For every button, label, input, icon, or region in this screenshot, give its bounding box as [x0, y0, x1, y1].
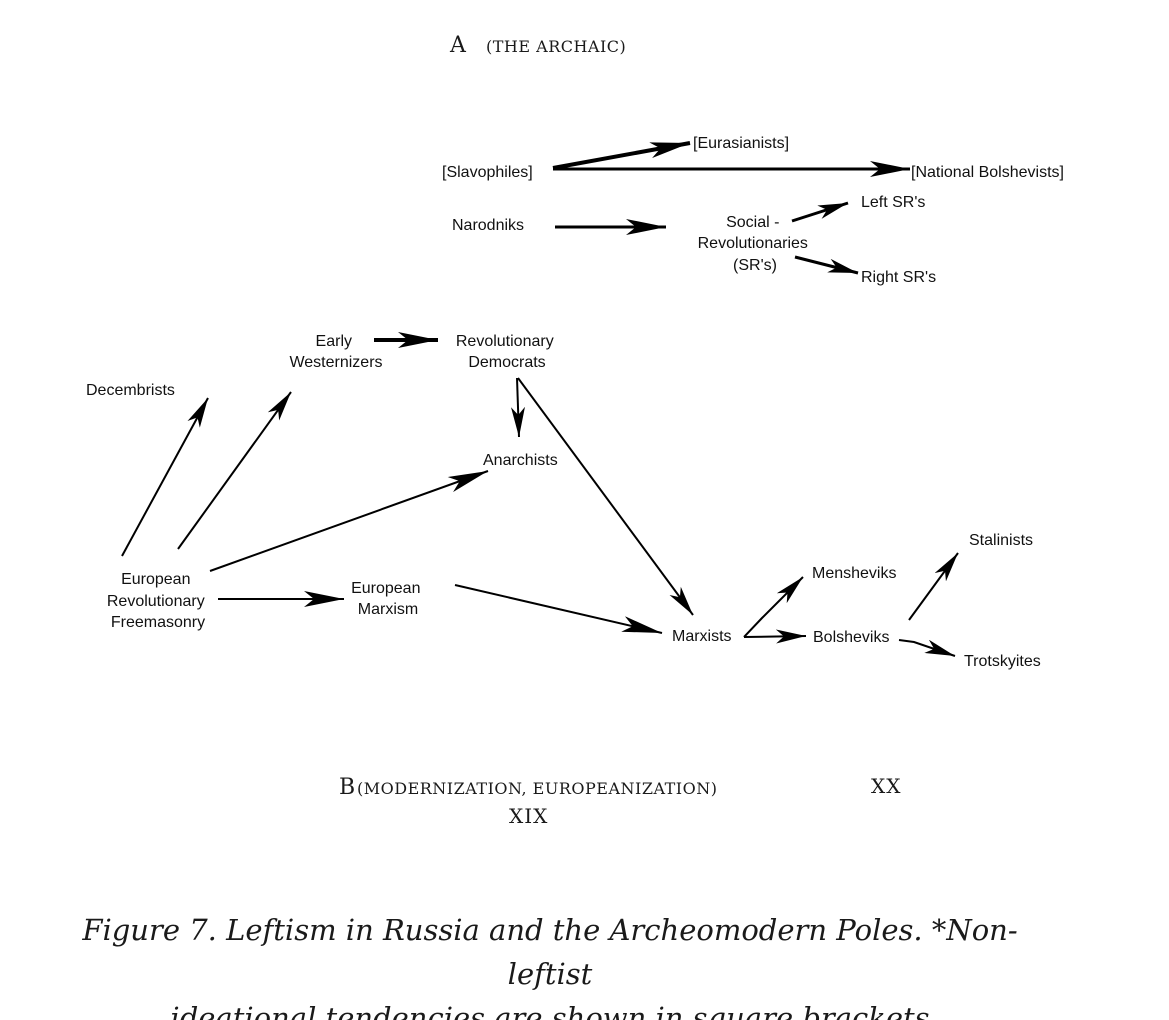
node-early-westernizers: Early Westernizers: [289, 333, 382, 371]
arrow-democrats-marxists: [517, 377, 694, 616]
node-left-srs: Left SR's: [861, 194, 925, 211]
pole-b-label: (MODERNIZATION, EUROPEANIZATION): [357, 779, 717, 798]
node-anarchists: Anarchists: [483, 452, 558, 469]
figure-caption: Figure 7. Leftism in Russia and the Arch…: [60, 908, 1040, 1020]
node-marxists: Marxists: [672, 628, 732, 645]
pole-a-label: (THE ARCHAIC): [486, 37, 626, 56]
node-bolsheviks: Bolsheviks: [813, 629, 889, 646]
node-narodniks: Narodniks: [452, 217, 524, 234]
node-european-marxism: European Marxism: [351, 580, 425, 618]
arrow-social-rev-right-srs: [794, 255, 859, 275]
leftism-diagram: A (THE ARCHAIC) [Slavophiles] [: [86, 33, 1064, 828]
node-right-srs: Right SR's: [861, 269, 936, 286]
arrow-freemasonry-decembrists: [121, 397, 209, 557]
caption-line-1: Figure 7. Leftism in Russia and the Arch…: [82, 913, 1018, 991]
caption-line-2: ideational tendencies are shown in squar…: [170, 1001, 930, 1020]
arrow-freemasonry-anarchists: [209, 470, 489, 572]
arrow-european-marxism-marxists: [454, 584, 663, 634]
node-revolutionary-democrats: Revolutionary Democrats: [456, 333, 558, 371]
arrow-bolsheviks-trotskyites: [898, 639, 956, 657]
century-xx: XX: [871, 774, 901, 798]
arrow-marxists-mensheviks: [743, 576, 804, 638]
arrow-democrats-anarchists: [510, 377, 525, 438]
node-slavophiles: [Slavophiles]: [442, 164, 533, 181]
node-social-revolutionaries: Social - Revolutionaries (SR's): [698, 214, 813, 274]
arrow-slavophiles-eurasianists: [552, 141, 691, 170]
node-eurasianists: [Eurasianists]: [693, 135, 789, 152]
node-trotskyites: Trotskyites: [964, 653, 1041, 670]
arrow-bolsheviks-stalinists: [908, 552, 959, 621]
arrow-freemasonry-westernizers: [177, 391, 292, 550]
node-national-bolshevists: [National Bolshevists]: [911, 164, 1064, 181]
arrow-social-rev-left-srs: [791, 201, 849, 223]
arrows-archaic: [552, 141, 910, 275]
arrow-marxists-bolsheviks: [743, 629, 807, 644]
node-mensheviks: Mensheviks: [812, 565, 896, 582]
pole-a-letter: A: [449, 33, 467, 58]
node-decembrists: Decembrists: [86, 382, 175, 399]
node-stalinists: Stalinists: [969, 532, 1033, 549]
arrows-modern: [121, 332, 959, 657]
century-xix: XIX: [509, 804, 548, 828]
node-european-freemasonry: European Revolutionary Freemasonry: [107, 571, 209, 631]
pole-b-letter: B: [339, 775, 355, 800]
